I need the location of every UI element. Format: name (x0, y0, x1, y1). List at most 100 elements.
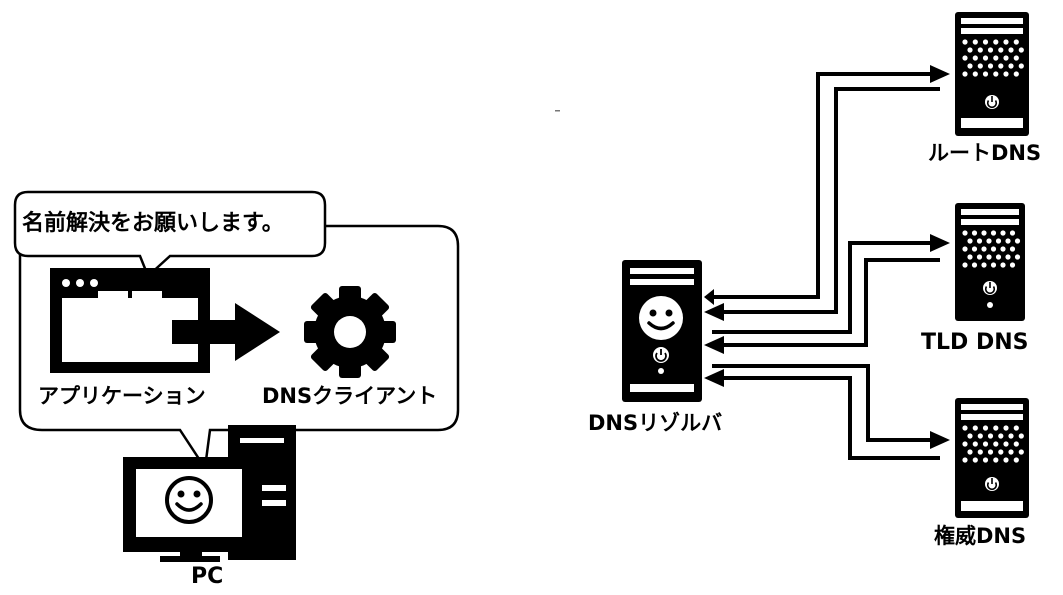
server-vent-dot (1009, 230, 1016, 236)
server-vent-dot (1003, 55, 1009, 61)
resolver-to-tld-arrow (712, 241, 932, 334)
server-vent-dot (962, 230, 968, 236)
server-vent-dot (1005, 254, 1011, 260)
resolver-to-auth-arrow (712, 364, 932, 442)
server-vent-dot (1018, 433, 1024, 439)
server-vent-dot (972, 441, 978, 447)
server-vent-dot (982, 425, 989, 431)
server-vent-dot (990, 230, 997, 236)
resolver-power-icon (653, 347, 669, 363)
server-vent-dot (993, 71, 999, 77)
application-window-icon (50, 268, 210, 373)
resolver-smiley-icon (639, 296, 683, 340)
server-vent-dot (993, 39, 999, 45)
dns-resolver-server (622, 260, 702, 402)
pc-icon (123, 425, 296, 562)
server-vent-dot (962, 262, 968, 268)
server-vent-dot (998, 47, 1004, 53)
server-vent-dot (1013, 457, 1019, 463)
app-to-client-arrow (172, 303, 280, 361)
server-vent-dot (1005, 238, 1011, 244)
server-vent-dot (1000, 246, 1006, 252)
arrow-heads (704, 65, 950, 449)
server-vent-dot (981, 230, 987, 236)
server-vent-dot (1000, 262, 1006, 268)
server-vent-dot (967, 433, 973, 439)
server-vent-dot (986, 254, 992, 260)
server-vent-dot (995, 254, 1002, 260)
authoritative-dns-label: 権威DNS (934, 524, 1027, 548)
server-vent-dot (982, 55, 989, 61)
server-vent-dot (971, 230, 978, 236)
server-vent-dot (993, 55, 999, 61)
server-vent-dot (962, 39, 968, 45)
server-vent-dot (1013, 71, 1019, 77)
server-vent-dot (998, 433, 1004, 439)
server-vent-dot (972, 71, 978, 77)
tld-dns-server (955, 203, 1025, 321)
pc-label: PC (191, 564, 224, 589)
server-vent-dot (962, 457, 968, 463)
server-vent-dot (976, 238, 983, 244)
server-vent-dot (1014, 238, 1021, 244)
server-vent-dot (967, 449, 973, 455)
server-vent-dot (986, 238, 992, 244)
server-vent-dot (982, 71, 989, 77)
server-vent-dot (1013, 441, 1019, 447)
server-vent-dot (987, 433, 994, 439)
server-vent-dot (967, 254, 973, 260)
server-vent-dot (990, 262, 997, 268)
server-vent-dot (1008, 449, 1014, 455)
speech-bubble-text: 名前解決をお願いします。 (22, 211, 284, 236)
server-vent-dot (1013, 55, 1019, 61)
server-vent-dot (971, 246, 978, 252)
server-vent-dot (998, 63, 1004, 69)
server-vent-dot (1008, 63, 1014, 69)
server-vent-dot (972, 39, 978, 45)
gear-icon (304, 286, 396, 378)
server-vent-dot (962, 55, 968, 61)
resolver-to-root-arrow (712, 72, 932, 299)
application-label: アプリケーション (38, 384, 206, 408)
server-vent-dot (1003, 441, 1009, 447)
server-vent-dot (982, 457, 989, 463)
tld-to-resolver-arrow (722, 258, 940, 347)
server-vent-dot (1018, 63, 1024, 69)
server-vent-dot (1003, 71, 1009, 77)
server-vent-dot (1018, 47, 1024, 53)
server-vent-dot (972, 457, 978, 463)
server-vent-dot (962, 425, 968, 431)
server-vent-dot (987, 47, 994, 53)
root-dns-server (955, 12, 1029, 136)
server-vent-dot (993, 425, 999, 431)
server-vent-dot (998, 449, 1004, 455)
server-vent-dot (1009, 246, 1016, 252)
server-vent-dot (1008, 47, 1014, 53)
server-vent-dot (962, 71, 968, 77)
server-vent-dot (981, 262, 987, 268)
server-vent-dot (1013, 425, 1019, 431)
server-vent-dot (971, 262, 978, 268)
server-vent-dot (977, 433, 983, 439)
server-vent-dot (1003, 39, 1009, 45)
server-vent-dot (1013, 39, 1019, 45)
server-vent-dot (1000, 230, 1006, 236)
server-vent-dot (993, 457, 999, 463)
connection-arrows (712, 72, 940, 460)
server-vent-dot (967, 238, 973, 244)
server-vent-dot (1018, 449, 1024, 455)
server-vent-dot (977, 449, 983, 455)
server-vent-dot (987, 63, 994, 69)
pc-smiley-icon (165, 476, 213, 524)
root-dns-label: ルートDNS (928, 141, 1042, 165)
server-vent-dot (1008, 433, 1014, 439)
server-vent-dot (977, 47, 983, 53)
server-vent-dot (972, 425, 978, 431)
server-vent-dot (1009, 262, 1016, 268)
server-vent-dot (981, 246, 987, 252)
server-vent-dot (967, 63, 973, 69)
server-vent-dot (1003, 457, 1009, 463)
server-vent-dot (982, 441, 989, 447)
server-vent-dot (993, 441, 999, 447)
